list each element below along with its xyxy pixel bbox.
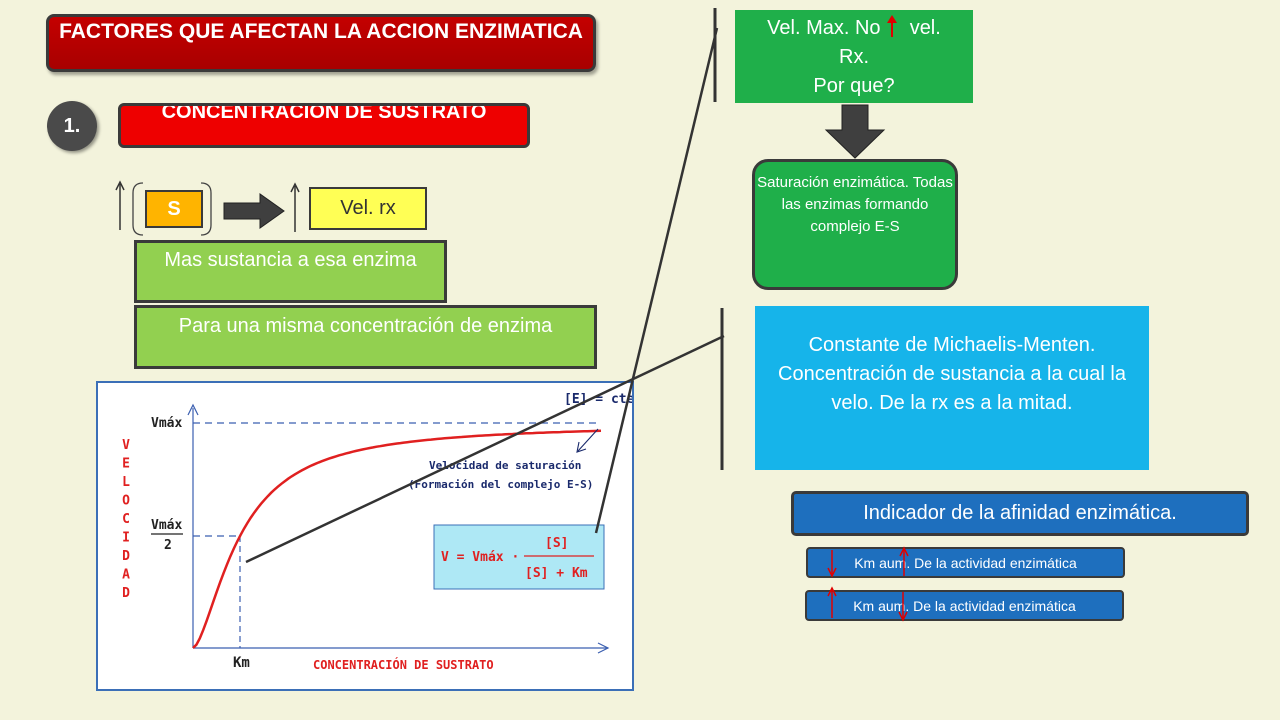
substrate-box: S — [145, 190, 203, 228]
x-axis-arrow — [597, 642, 610, 654]
saturation-annotation-line1: Velocidad de saturación — [429, 459, 581, 472]
y-axis-arrow — [187, 403, 199, 416]
y-axis-label-letter: I — [122, 531, 130, 546]
section-title-box: CONCENTRACION DE SUSTRATO — [118, 103, 530, 148]
vel-max-line1-left: Vel. Max. No — [767, 17, 881, 39]
vel-max-line3: Por que? — [813, 75, 895, 97]
vmax-tick-text: Vmáx — [151, 416, 182, 431]
y-axis-label-letter: L — [122, 475, 130, 490]
velocity-label: Vel. rx — [340, 197, 396, 219]
affinity-indicator-box: Indicador de la afinidad enzimática. — [791, 491, 1249, 536]
vel-max-line2: Rx. — [839, 46, 869, 68]
saturation-text: Saturación enzimática. Todas las enzimas… — [757, 174, 953, 235]
km-row-1: Km aum. De la actividad enzimática — [806, 547, 1125, 578]
km-row-2-text: Km aum. De la actividad enzimática — [853, 597, 1076, 614]
saturation-annotation-line2: (Formación del complejo E-S) — [408, 478, 593, 491]
michaelis-constant-box: Constante de Michaelis-Menten. Concentra… — [755, 306, 1149, 470]
page-title: FACTORES QUE AFECTAN LA ACCION ENZIMATIC… — [46, 14, 596, 72]
substrate-label: S — [167, 197, 181, 220]
y-axis-label-letter: A — [122, 568, 130, 583]
formula-denominator: [S] + Km — [525, 566, 588, 581]
saturation-box: Saturación enzimática. Todas las enzimas… — [752, 159, 958, 290]
km-row-1-text: Km aum. De la actividad enzimática — [854, 554, 1077, 571]
page-title-text: FACTORES QUE AFECTAN LA ACCION ENZIMATIC… — [59, 20, 583, 43]
x-axis-label-text: CONCENTRACIÓN DE SUSTRATO — [313, 657, 494, 672]
saturation-line2-text: (Formación del complejo E-S) — [408, 478, 593, 491]
note-same-concentration: Para una misma concentración de enzima — [134, 305, 597, 369]
km-row-2: Km aum. De la actividad enzimática — [805, 590, 1124, 621]
concentration-brackets-icon — [132, 182, 212, 236]
section-number: 1. — [63, 114, 81, 137]
y-axis-label-letter: O — [122, 494, 130, 509]
y-axis-label-letter: C — [122, 512, 130, 527]
arrow-down-icon — [824, 104, 886, 159]
km-tick: Km — [233, 655, 250, 671]
enzyme-constant-text: [E] = cte. — [564, 392, 632, 407]
section-title: CONCENTRACION DE SUSTRATO — [161, 103, 487, 123]
arrow-up-icon — [290, 182, 300, 232]
arrow-up-red-icon — [887, 15, 898, 37]
arrow-up-icon — [115, 180, 125, 230]
y-axis-label-letter: D — [122, 549, 130, 564]
km-tick-text: Km — [233, 655, 250, 671]
vmax-tick: Vmáx — [151, 416, 182, 431]
affinity-indicator-text: Indicador de la afinidad enzimática. — [863, 502, 1177, 524]
vel-max-line1-right: vel. — [909, 17, 941, 39]
note-same-concentration-text: Para una misma concentración de enzima — [178, 315, 553, 337]
y-axis-label-letter: V — [122, 438, 130, 453]
y-axis-label-letter: E — [122, 457, 130, 472]
enzyme-constant-annotation: [E] = cte. — [564, 392, 632, 407]
note-more-substance-text: Mas sustancia a esa enzima — [164, 249, 417, 271]
formula-numerator: [S] — [545, 536, 568, 551]
y-axis-label-letter: D — [122, 586, 130, 601]
half-vmax-tick: Vmáx — [151, 518, 182, 533]
x-axis-label: CONCENTRACIÓN DE SUSTRATO — [313, 657, 494, 672]
vel-max-line1: Vel. Max. No vel. — [735, 14, 973, 43]
vel-max-box: Vel. Max. No vel. Rx. Por que? — [735, 10, 973, 103]
half-vmax-denominator: 2 — [164, 538, 172, 553]
formula-lhs: V = Vmáx · — [441, 550, 519, 565]
section-number-badge: 1. — [47, 101, 97, 151]
formula-box: V = Vmáx · [S] [S] + Km — [433, 524, 605, 590]
saturation-line1-text: Velocidad de saturación — [429, 459, 581, 472]
arrow-right-icon — [223, 193, 285, 229]
michaelis-constant-text: Constante de Michaelis-Menten. Concentra… — [778, 334, 1126, 414]
note-more-substance: Mas sustancia a esa enzima — [134, 240, 447, 303]
velocity-box: Vel. rx — [309, 187, 427, 230]
